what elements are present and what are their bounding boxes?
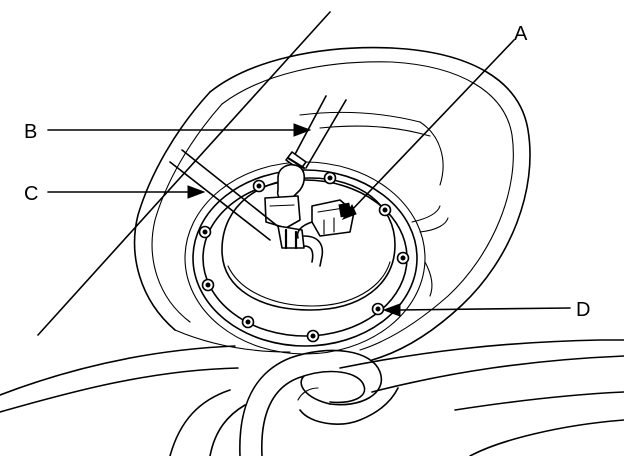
flange-bolts [198, 171, 410, 343]
bolt [371, 302, 385, 316]
callout-b-label: B [24, 121, 37, 143]
fuel-hose-b [264, 95, 347, 229]
leader-lines [47, 39, 571, 317]
arrowhead-a [341, 203, 357, 221]
arrowhead-d [382, 303, 401, 317]
arrowhead-c [187, 185, 206, 199]
bolt [323, 171, 337, 185]
pump-flange [184, 161, 426, 355]
bolt [198, 225, 212, 239]
callout-c-label: C [24, 183, 38, 205]
bolt [396, 251, 410, 265]
callout-a-label: A [514, 23, 528, 45]
tank-outline [0, 11, 624, 456]
lower-hose [239, 349, 399, 456]
bolt [306, 329, 320, 343]
bolt [378, 203, 392, 217]
bolt [201, 278, 215, 292]
fuel-hose-c [169, 149, 324, 267]
bolt [252, 179, 266, 193]
callout-d-label: D [576, 299, 590, 321]
arrowhead-b [293, 123, 312, 137]
bolt [241, 315, 255, 329]
electrical-connector-a [296, 199, 355, 239]
